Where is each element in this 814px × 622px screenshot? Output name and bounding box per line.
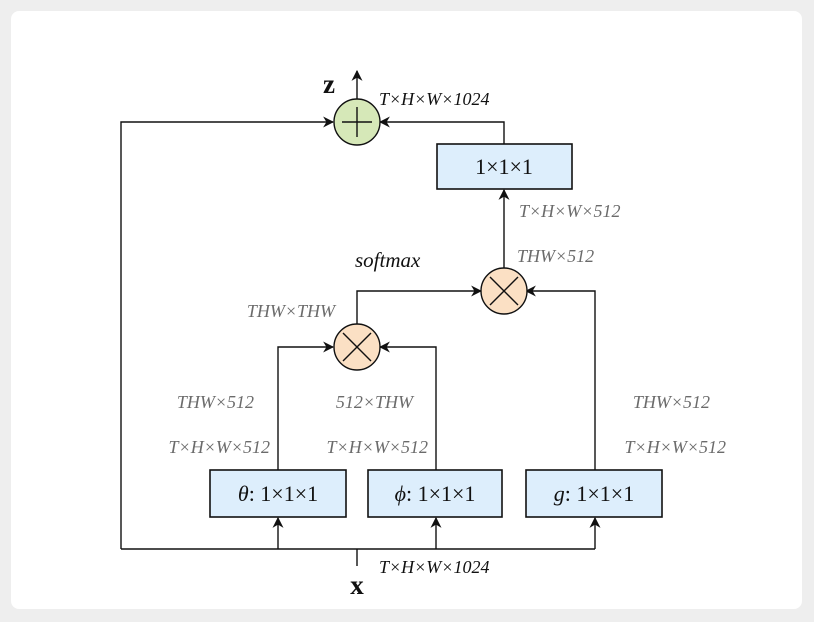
g-to-multiply-arrow [524, 285, 596, 470]
multiply-icon [480, 267, 528, 315]
output-conv-label: 1×1×1 [475, 154, 533, 179]
input-label: x [350, 570, 364, 600]
g-conv-label: : 1×1×1 [565, 481, 634, 506]
phi-conv-label: : 1×1×1 [406, 481, 475, 506]
phi-to-multiply-arrow [378, 341, 437, 470]
g-reshape-label: THW×512 [633, 392, 710, 412]
svg-text:ϕ: 1×1×1: ϕ: 1×1×1 [395, 481, 476, 506]
theta-reshape-label: THW×512 [177, 392, 254, 412]
theta-symbol: θ [238, 481, 249, 506]
connections [120, 69, 601, 566]
phi-out-label: T×H×W×512 [327, 437, 428, 457]
multiply-icon [333, 323, 381, 371]
phi-reshape-label: 512×THW [336, 392, 415, 412]
phi-conv-box: ϕ: 1×1×1 [367, 469, 503, 518]
output-conv-box: 1×1×1 [436, 143, 573, 190]
g-symbol: g [554, 481, 565, 506]
theta-conv-box: θ: 1×1×1 [209, 469, 347, 518]
g-conv-box: g: 1×1×1 [525, 469, 663, 518]
theta-conv-label: : 1×1×1 [249, 481, 318, 506]
residual-connection [120, 116, 335, 549]
product-reshape-label: T×H×W×512 [519, 201, 620, 221]
svg-text:g: 1×1×1: g: 1×1×1 [554, 481, 634, 506]
softmax-label: softmax [355, 248, 421, 272]
output-label: z [323, 69, 335, 99]
affinity-dims-label: THW×THW [247, 301, 337, 321]
input-dims-label: T×H×W×1024 [379, 557, 489, 577]
g-out-label: T×H×W×512 [625, 437, 726, 457]
conv-to-add-arrow [378, 116, 505, 144]
theta-to-multiply-arrow [277, 341, 335, 470]
product-dims-label: THW×512 [517, 246, 594, 266]
add-icon [333, 98, 381, 146]
svg-text:θ: 1×1×1: θ: 1×1×1 [238, 481, 318, 506]
theta-out-label: T×H×W×512 [169, 437, 270, 457]
softmax-to-multiply-arrow [356, 285, 483, 324]
output-dims-label: T×H×W×1024 [379, 89, 489, 109]
phi-symbol: ϕ [395, 481, 406, 506]
